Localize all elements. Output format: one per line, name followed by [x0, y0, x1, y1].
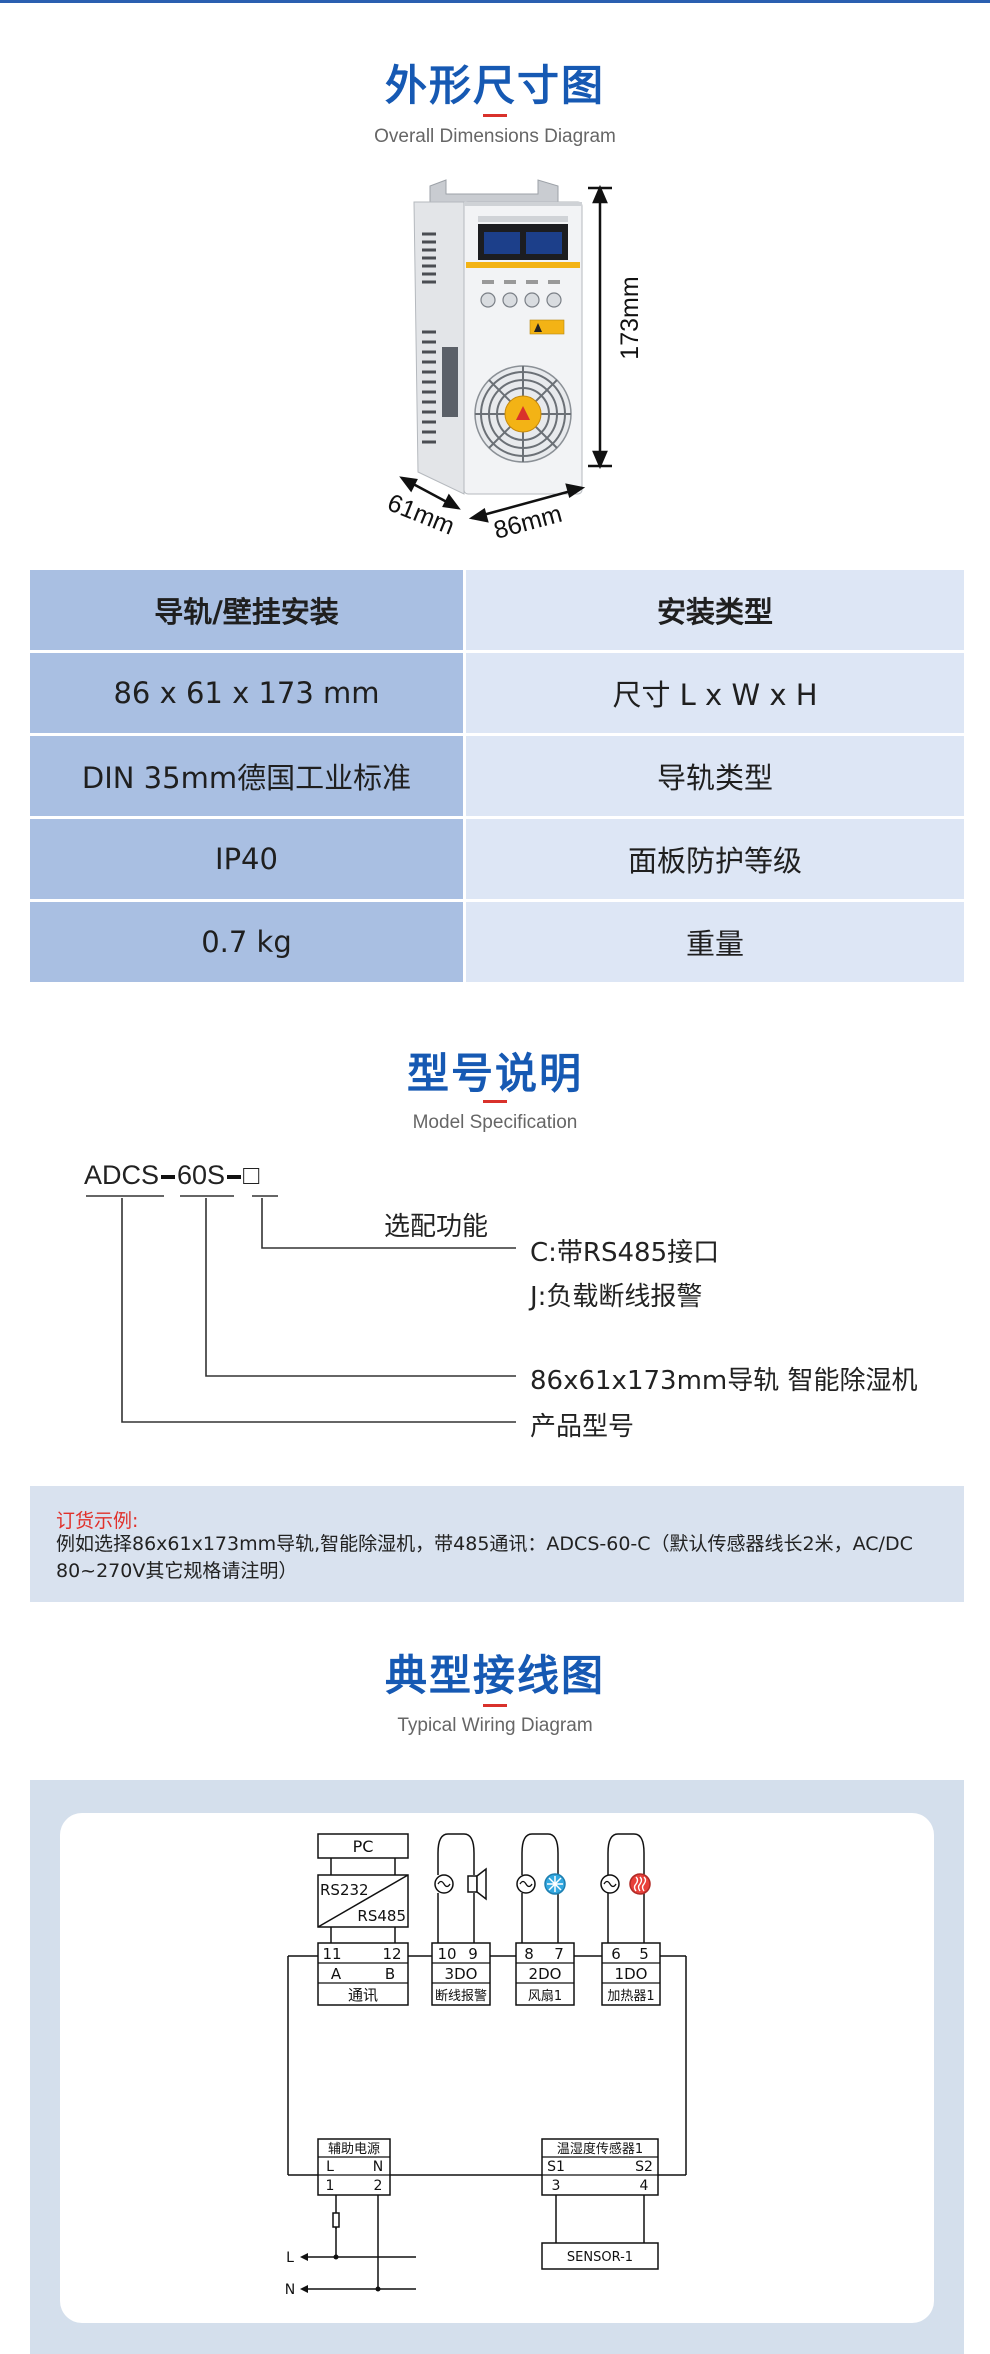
product-model-label: 产品型号 — [530, 1412, 635, 1442]
model-code-option-box: □ — [243, 1160, 260, 1190]
rs232-label: RS232 — [320, 1881, 369, 1899]
do3-terminal-9: 9 — [468, 1945, 478, 1963]
wiring-panel: PC RS232 RS485 11 12 A B 通讯 — [30, 1780, 964, 2354]
table-row: DIN 35mm德国工业标准 导轨类型 — [30, 736, 964, 816]
comm-terminal-b: B — [385, 1965, 395, 1983]
do1-label: 加热器1 — [607, 1989, 654, 2004]
model-subtitle: Model Specification — [412, 1112, 578, 1133]
wiring-card: PC RS232 RS485 11 12 A B 通讯 — [60, 1813, 934, 2323]
sensor-s1: S1 — [547, 2159, 565, 2175]
code-dash — [227, 1174, 242, 1179]
width-dimension-label: 86mm — [491, 500, 565, 545]
table-cell-left: 86 x 61 x 173 mm — [30, 653, 463, 733]
rs485-label: RS485 — [357, 1907, 406, 1925]
order-example-text: 例如选择86x61x173mm导轨,智能除湿机，带485通讯：ADCS-60-C… — [56, 1533, 913, 1582]
sensor-box-label: SENSOR-1 — [567, 2250, 633, 2265]
comm-label: 通讯 — [348, 1986, 378, 2004]
pc-label: PC — [353, 1837, 374, 1856]
wiring-title: 典型接线图 — [384, 1651, 605, 1700]
table-cell-left: DIN 35mm德国工业标准 — [30, 736, 463, 816]
table-cell-left: 导轨/壁挂安装 — [30, 570, 463, 650]
option-c-text: C:带RS485接口 — [530, 1238, 720, 1268]
do2-terminal-7: 7 — [554, 1945, 564, 1963]
model-leader-lines — [86, 1195, 516, 1423]
table-cell-right: 安装类型 — [466, 570, 964, 650]
wiring-diagram: PC RS232 RS485 11 12 A B 通讯 — [285, 1833, 687, 2298]
title-underline — [483, 114, 507, 117]
model-code-series: 60S — [177, 1160, 226, 1190]
comm-terminal-11: 11 — [322, 1945, 341, 1963]
supply-line-n: N — [285, 2282, 295, 2298]
sensor-terminal-3: 3 — [552, 2178, 561, 2194]
comm-terminal-a: A — [331, 1965, 342, 1983]
table-cell-left: IP40 — [30, 819, 463, 899]
optional-feature-label: 选配功能 — [384, 1212, 489, 1242]
table-row: 86 x 61 x 173 mm 尺寸 L x W x H — [30, 653, 964, 733]
table-cell-right: 尺寸 L x W x H — [466, 653, 964, 733]
table-row: IP40 面板防护等级 — [30, 819, 964, 899]
do2-name: 2DO — [529, 1965, 562, 1983]
spec-table: 导轨/壁挂安装 安装类型 86 x 61 x 173 mm 尺寸 L x W x… — [30, 570, 964, 982]
supply-line-l: L — [286, 2250, 294, 2266]
title-underline — [483, 1704, 507, 1707]
size-description: 86x61x173mm导轨 智能除湿机 — [530, 1366, 918, 1396]
table-cell-right: 重量 — [466, 902, 964, 982]
aux-terminal-1: 1 — [326, 2178, 335, 2194]
aux-terminal-2: 2 — [374, 2178, 383, 2194]
do1-name: 1DO — [615, 1965, 648, 1983]
code-dash — [161, 1174, 176, 1179]
order-example-label: 订货示例: — [56, 1510, 139, 1532]
dimensions-subtitle: Overall Dimensions Diagram — [374, 126, 616, 147]
table-cell-right: 面板防护等级 — [466, 819, 964, 899]
do1-terminal-6: 6 — [611, 1945, 621, 1963]
wiring-subtitle: Typical Wiring Diagram — [397, 1715, 593, 1736]
model-title: 型号说明 — [406, 1049, 583, 1098]
height-dimension-label: 173mm — [616, 276, 644, 359]
sensor-label: 温湿度传感器1 — [557, 2141, 643, 2157]
sensor-terminal-4: 4 — [640, 2178, 649, 2194]
do1-terminal-5: 5 — [639, 1945, 649, 1963]
aux-terminal-n: N — [373, 2159, 383, 2175]
device-illustration: 173mm 61mm 86mm — [384, 179, 644, 545]
top-border-line — [0, 0, 990, 3]
do3-label: 断线报警 — [435, 1988, 487, 2004]
option-j-text: J:负载断线报警 — [530, 1282, 703, 1312]
title-underline — [483, 1100, 507, 1103]
depth-dimension-label: 61mm — [384, 489, 459, 541]
table-row: 0.7 kg 重量 — [30, 902, 964, 982]
table-cell-right: 导轨类型 — [466, 736, 964, 816]
do2-terminal-8: 8 — [524, 1945, 534, 1963]
order-example-box: 订货示例: 例如选择86x61x173mm导轨,智能除湿机，带485通讯：ADC… — [30, 1486, 964, 1602]
table-cell-left: 0.7 kg — [30, 902, 463, 982]
aux-power-label: 辅助电源 — [328, 2142, 380, 2157]
model-code: ADCS 60S □ — [84, 1160, 259, 1191]
comm-terminal-12: 12 — [382, 1945, 401, 1963]
do2-label: 风扇1 — [528, 1988, 562, 2004]
do3-terminal-10: 10 — [437, 1945, 456, 1963]
do3-name: 3DO — [445, 1965, 478, 1983]
sensor-s2: S2 — [635, 2159, 653, 2175]
dimensions-title: 外形尺寸图 — [384, 61, 605, 110]
aux-terminal-l: L — [326, 2159, 334, 2175]
table-row: 导轨/壁挂安装 安装类型 — [30, 570, 964, 650]
model-code-prefix: ADCS — [84, 1160, 160, 1190]
